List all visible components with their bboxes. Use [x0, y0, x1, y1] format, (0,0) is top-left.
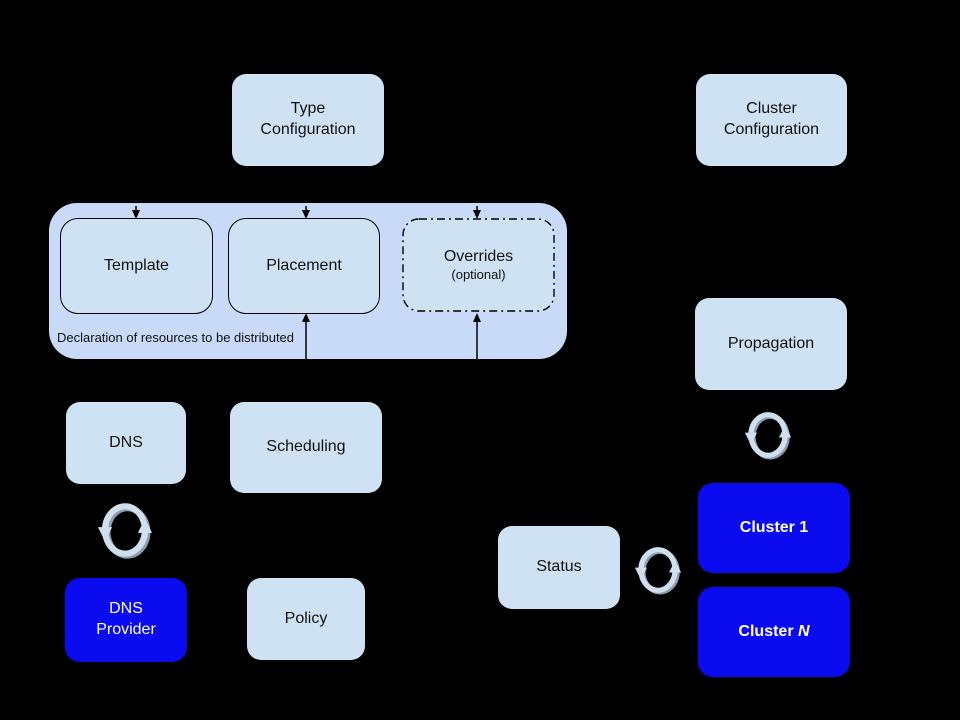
dash-dot-border [402, 218, 555, 312]
node-dns-provider-label: DNS Provider [96, 600, 156, 638]
node-overrides-label: Overrides [443, 248, 514, 266]
node-cluster-n-suffix: N [798, 622, 810, 640]
node-cluster-n-prefix: Cluster [738, 622, 798, 640]
node-placement: Placement [228, 218, 380, 314]
node-propagation: Propagation [695, 298, 847, 390]
node-overrides: Overrides (optional) [402, 218, 555, 312]
node-cluster-1-label: Cluster 1 [739, 518, 809, 536]
node-type-configuration: Type Configuration [232, 74, 384, 166]
node-template: Template [60, 218, 213, 314]
node-cluster-n-label: Cluster N [738, 622, 809, 643]
node-propagation-label: Propagation [727, 334, 815, 352]
node-cluster-1: Cluster 1 [698, 483, 850, 573]
node-policy: Policy [247, 578, 365, 660]
node-cluster-configuration-label: Cluster Configuration [723, 100, 820, 138]
node-dns-provider: DNS Provider [65, 578, 187, 662]
node-status-label: Status [536, 558, 582, 576]
node-cluster-n: Cluster N [698, 587, 850, 677]
node-dns-label: DNS [109, 433, 143, 451]
node-overrides-sublabel: (optional) [451, 266, 506, 282]
declaration-group-caption: Declaration of resources to be distribut… [57, 330, 295, 345]
sync-icon-status [632, 533, 684, 607]
node-placement-label: Placement [266, 256, 342, 274]
node-scheduling-label: Scheduling [266, 438, 346, 456]
node-status: Status [498, 526, 620, 609]
node-dns: DNS [66, 402, 186, 484]
node-policy-label: Policy [284, 609, 328, 627]
node-cluster-configuration: Cluster Configuration [696, 74, 847, 166]
node-template-label: Template [104, 256, 169, 274]
sync-icon-propagation [742, 400, 794, 470]
sync-icon-dns [93, 492, 157, 568]
node-type-configuration-label: Type Configuration [260, 100, 356, 138]
node-scheduling: Scheduling [230, 402, 382, 493]
